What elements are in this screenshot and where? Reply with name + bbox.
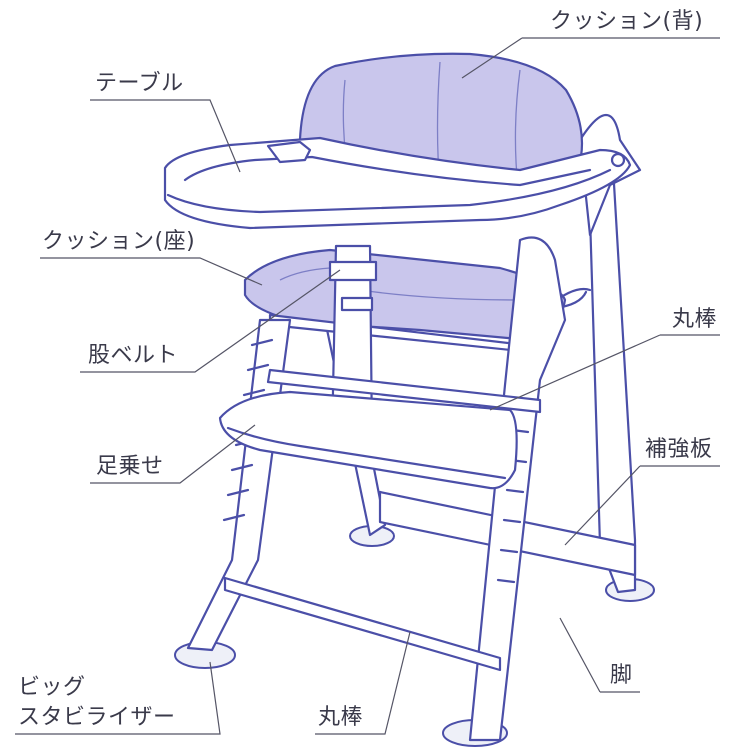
leader-cushion-seat — [40, 257, 263, 286]
leader-footrest — [90, 424, 256, 484]
label-table: テーブル — [95, 71, 184, 96]
label-footrest: 足乗せ — [96, 454, 164, 479]
leader-table — [90, 99, 241, 173]
label-crotch-belt: 股ベルト — [88, 343, 179, 368]
label-round-bar-right: 丸棒 — [672, 307, 718, 332]
table-knob — [610, 152, 626, 168]
leader-reinforcement-board — [564, 465, 720, 546]
label-big-stabilizer-line1: ビッグ — [18, 675, 86, 700]
belt-clip — [340, 296, 374, 312]
lower-round-bar — [223, 576, 502, 672]
upper-round-bar — [266, 368, 542, 414]
label-round-bar-bottom: 丸棒 — [318, 705, 364, 730]
footrest — [218, 390, 518, 490]
leader-crotch-belt — [80, 269, 341, 373]
leader-cushion-back — [461, 37, 720, 79]
label-reinforcement-board: 補強板 — [645, 437, 713, 462]
front-right-leg — [468, 236, 567, 742]
label-leg: 脚 — [610, 663, 633, 688]
label-cushion-seat: クッション(座) — [42, 229, 196, 254]
table-handle — [266, 140, 312, 164]
belt-buckle — [328, 260, 378, 282]
label-cushion-back: クッション(背) — [550, 9, 704, 34]
leader-stabilizer — [15, 661, 221, 735]
leader-leg — [559, 617, 640, 693]
label-big-stabilizer-line2: スタビライザー — [18, 705, 176, 730]
leader-round-bar-bottom — [315, 631, 411, 735]
leader-round-bar-right — [489, 334, 720, 411]
